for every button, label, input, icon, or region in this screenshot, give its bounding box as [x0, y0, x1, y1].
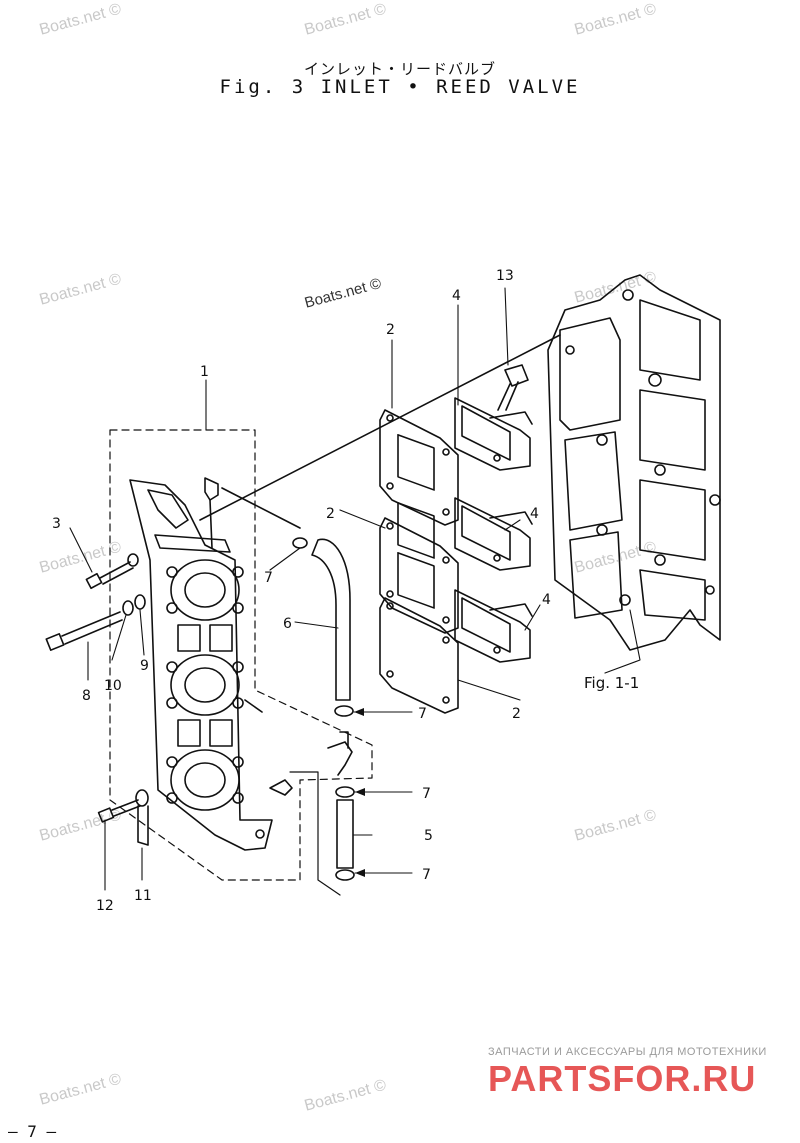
crankcase-reference-part: [547, 274, 721, 651]
screw-part: [497, 364, 529, 411]
callout-number: 9: [140, 658, 149, 674]
callout-number: 1: [200, 364, 209, 380]
gasket-part: [379, 409, 459, 526]
inlet-manifold-part: [129, 477, 293, 851]
hose-part: [336, 799, 354, 869]
bolt-part: [97, 799, 141, 823]
figure-reference-label: Fig. 1-1: [584, 674, 639, 692]
callout-number: 13: [496, 268, 514, 284]
long-bolt-part: [45, 611, 123, 651]
diagram-title: Fig. 3 INLET • REED VALVE: [219, 76, 581, 98]
callout-number: 5: [424, 828, 433, 844]
leader-lines: [69, 287, 641, 891]
gasket-part: [379, 552, 459, 714]
callout-number: 10: [104, 678, 122, 694]
callout-number: 8: [82, 688, 91, 704]
washer-part: [122, 600, 134, 616]
bolt-part: [85, 553, 139, 590]
footer-tagline: ЗАПЧАСТИ И АКСЕССУАРЫ ДЛЯ МОТОТЕХНИКИ: [488, 1046, 767, 1058]
callout-number: 7: [264, 570, 273, 586]
reed-valve-part: [454, 397, 533, 471]
assembly-axis-line: [221, 487, 301, 529]
washer-part: [134, 594, 146, 610]
callout-number: 3: [52, 516, 61, 532]
callout-number: 4: [452, 288, 461, 304]
page-number: – 7 –: [8, 1122, 57, 1141]
callout-number: 2: [386, 322, 395, 338]
hose-clip-part: [292, 537, 355, 881]
callout-number: 2: [512, 706, 521, 722]
hose-part: [311, 538, 351, 701]
callout-number: 12: [96, 898, 114, 914]
callout-number: 6: [283, 616, 292, 632]
callout-number: 2: [326, 506, 335, 522]
footer-brand-logo: PARTSFOR.RU: [488, 1058, 757, 1099]
reed-valve-part: [454, 589, 533, 663]
reed-valve-part: [454, 497, 533, 571]
callout-number: 7: [422, 867, 431, 883]
callout-number: 7: [418, 706, 427, 722]
hose-group-outline: [289, 771, 341, 896]
callout-number: 4: [542, 592, 551, 608]
callout-number: 4: [530, 506, 539, 522]
leader-arrowheads: [354, 708, 365, 877]
callout-number: 7: [422, 786, 431, 802]
manifold-group-outline: [109, 429, 373, 881]
collar-part: [135, 789, 149, 846]
callout-number: 11: [134, 888, 152, 904]
tee-fitting-part: [327, 731, 353, 776]
diagram-title-japanese: インレット・リードバルブ: [303, 60, 496, 78]
gasket-part: [379, 502, 459, 634]
